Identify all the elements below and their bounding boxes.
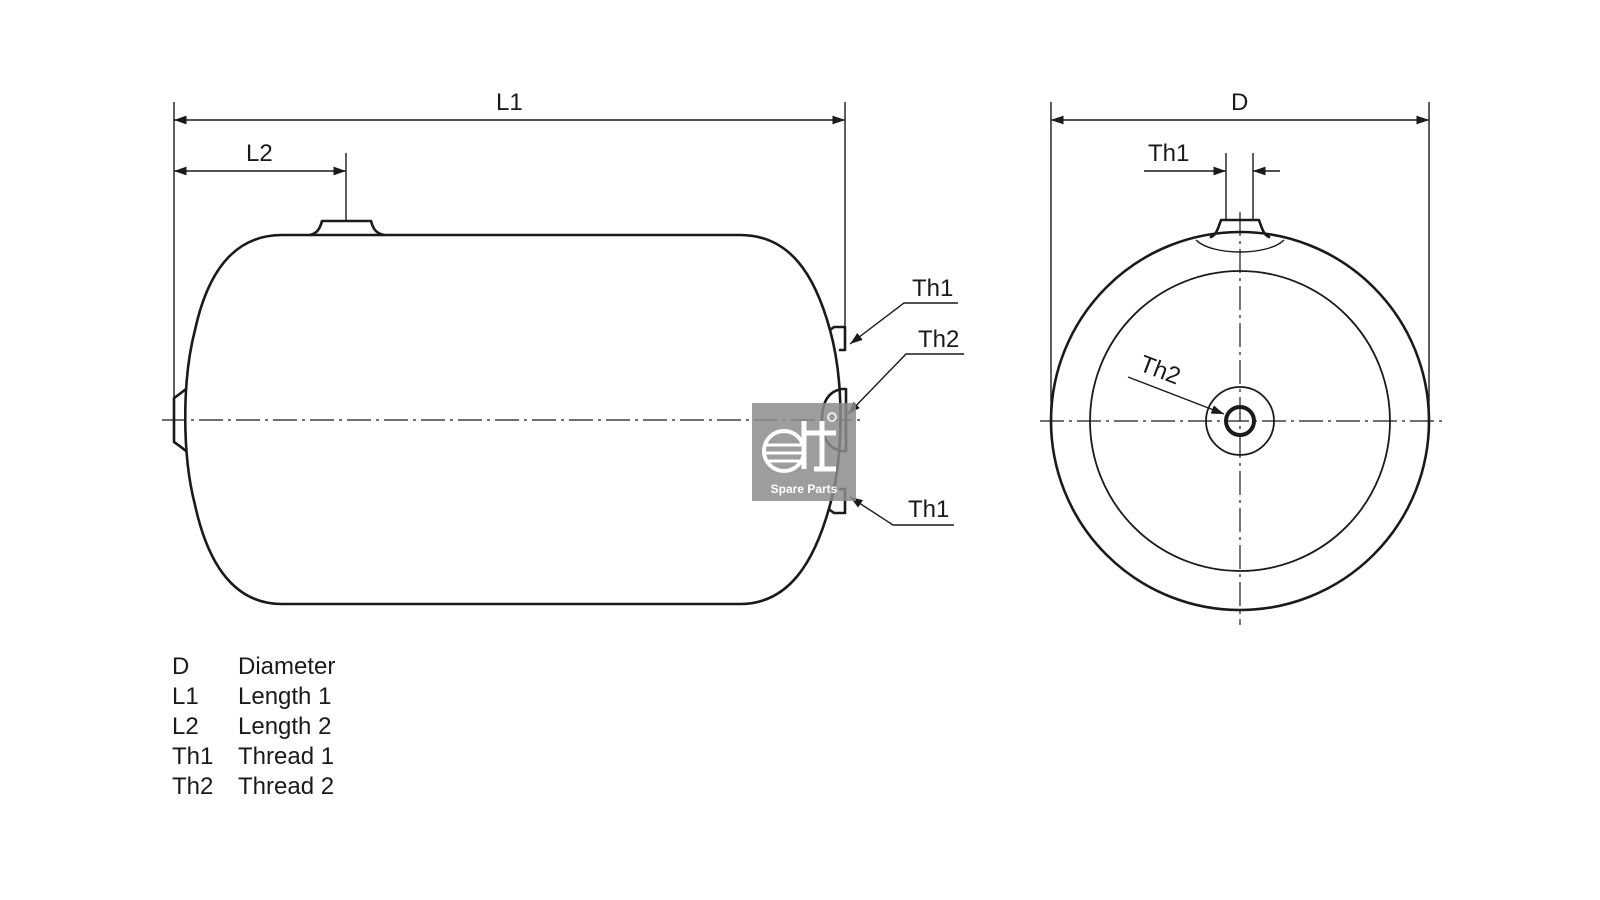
legend-code: L2 bbox=[172, 713, 199, 740]
side-view: L1 L2 Th1 Th2 Th1 bbox=[162, 89, 964, 606]
label-th1-lower: Th1 bbox=[908, 496, 949, 523]
end-view: D Th1 Th2 bbox=[1040, 89, 1446, 625]
leader-th1-lower bbox=[849, 496, 954, 526]
watermark-logo-icon: Spare Parts bbox=[752, 403, 856, 501]
legend-description: Thread 2 bbox=[238, 773, 335, 800]
legend-code: D bbox=[172, 653, 190, 680]
legend-code: Th2 bbox=[172, 773, 214, 800]
label-l2: L2 bbox=[246, 140, 273, 167]
label-d: D bbox=[1231, 89, 1248, 116]
spare-parts-watermark: Spare Parts bbox=[752, 403, 856, 501]
legend-description: Length 1 bbox=[238, 683, 332, 710]
legend-row: D Diameter bbox=[172, 652, 335, 682]
legend-description: Thread 1 bbox=[238, 743, 335, 770]
leader-th2-side bbox=[847, 353, 964, 415]
label-th1-upper: Th1 bbox=[912, 275, 953, 302]
label-th2-side: Th2 bbox=[918, 326, 959, 353]
leader-th1-upper bbox=[849, 302, 958, 345]
label-th2-end: Th2 bbox=[1136, 350, 1184, 390]
legend-description: Length 2 bbox=[238, 713, 332, 740]
legend-code: L1 bbox=[172, 683, 199, 710]
svg-text:Spare Parts: Spare Parts bbox=[771, 482, 838, 496]
label-l1: L1 bbox=[496, 89, 523, 116]
legend-row: L2 Length 2 bbox=[172, 712, 335, 742]
legend-row: L1 Length 1 bbox=[172, 682, 335, 712]
legend-row: Th2 Thread 2 bbox=[172, 772, 335, 802]
legend-code: Th1 bbox=[172, 743, 214, 770]
legend-row: Th1 Thread 1 bbox=[172, 742, 335, 772]
top-port-boss bbox=[308, 219, 386, 237]
leader-th2-end bbox=[1127, 376, 1225, 415]
legend-description: Diameter bbox=[238, 653, 336, 680]
label-th1-end: Th1 bbox=[1148, 140, 1189, 167]
